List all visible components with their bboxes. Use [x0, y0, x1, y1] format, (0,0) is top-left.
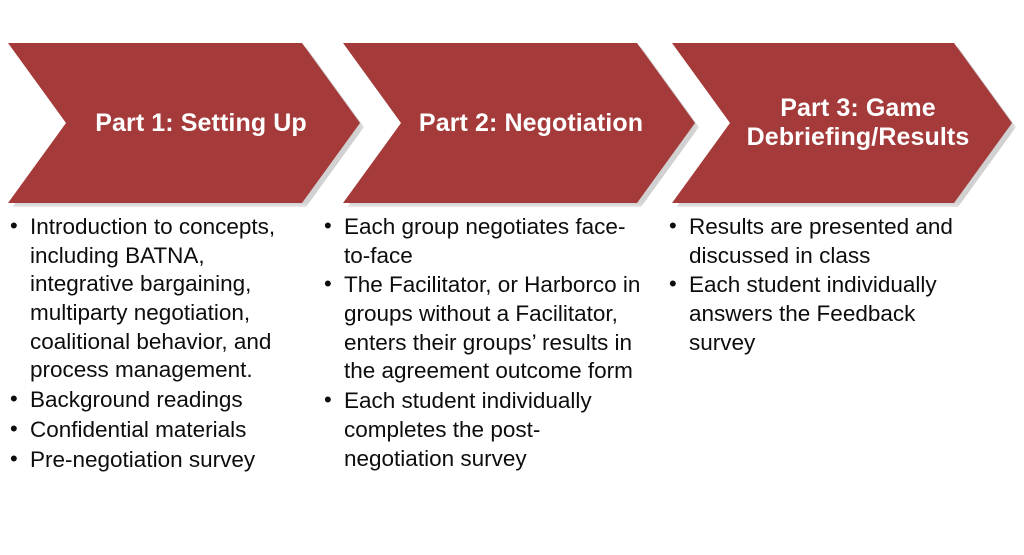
stage-detail-columns: Introduction to concepts, including BATN… — [0, 212, 1024, 555]
bullet-column-part-2: Each group negotiates face-to-face The F… — [322, 212, 642, 474]
bullet-list-part-3: Results are presented and discussed in c… — [667, 212, 967, 357]
list-item: Confidential materials — [8, 415, 304, 445]
list-item: Each student individually answers the Fe… — [667, 270, 967, 357]
list-item: The Facilitator, or Harborco in groups w… — [322, 270, 642, 386]
chevron-title-part-1: Part 1: Setting Up — [95, 108, 307, 137]
list-item: Results are presented and discussed in c… — [667, 212, 967, 270]
chevron-stage-part-2[interactable]: Part 2: Negotiation — [343, 43, 695, 203]
process-chevron-band: Part 1: Setting Up Part 2: Negotiation P… — [0, 0, 1024, 212]
chevron-stage-part-1[interactable]: Part 1: Setting Up — [8, 43, 360, 203]
list-item: Pre-negotiation survey — [8, 445, 304, 475]
chevron-title-part-3: Part 3: Game Debriefing/Results — [746, 94, 970, 151]
list-item: Each student individually completes the … — [322, 386, 642, 473]
list-item: Background readings — [8, 385, 304, 415]
bullet-list-part-1: Introduction to concepts, including BATN… — [8, 212, 304, 475]
list-item: Each group negotiates face-to-face — [322, 212, 642, 270]
chevron-title-part-2: Part 2: Negotiation — [418, 108, 644, 137]
bullet-column-part-1: Introduction to concepts, including BATN… — [8, 212, 304, 475]
bullet-column-part-3: Results are presented and discussed in c… — [667, 212, 967, 358]
list-item: Introduction to concepts, including BATN… — [8, 212, 304, 385]
chevron-stage-part-3[interactable]: Part 3: Game Debriefing/Results — [672, 43, 1012, 203]
bullet-list-part-2: Each group negotiates face-to-face The F… — [322, 212, 642, 473]
